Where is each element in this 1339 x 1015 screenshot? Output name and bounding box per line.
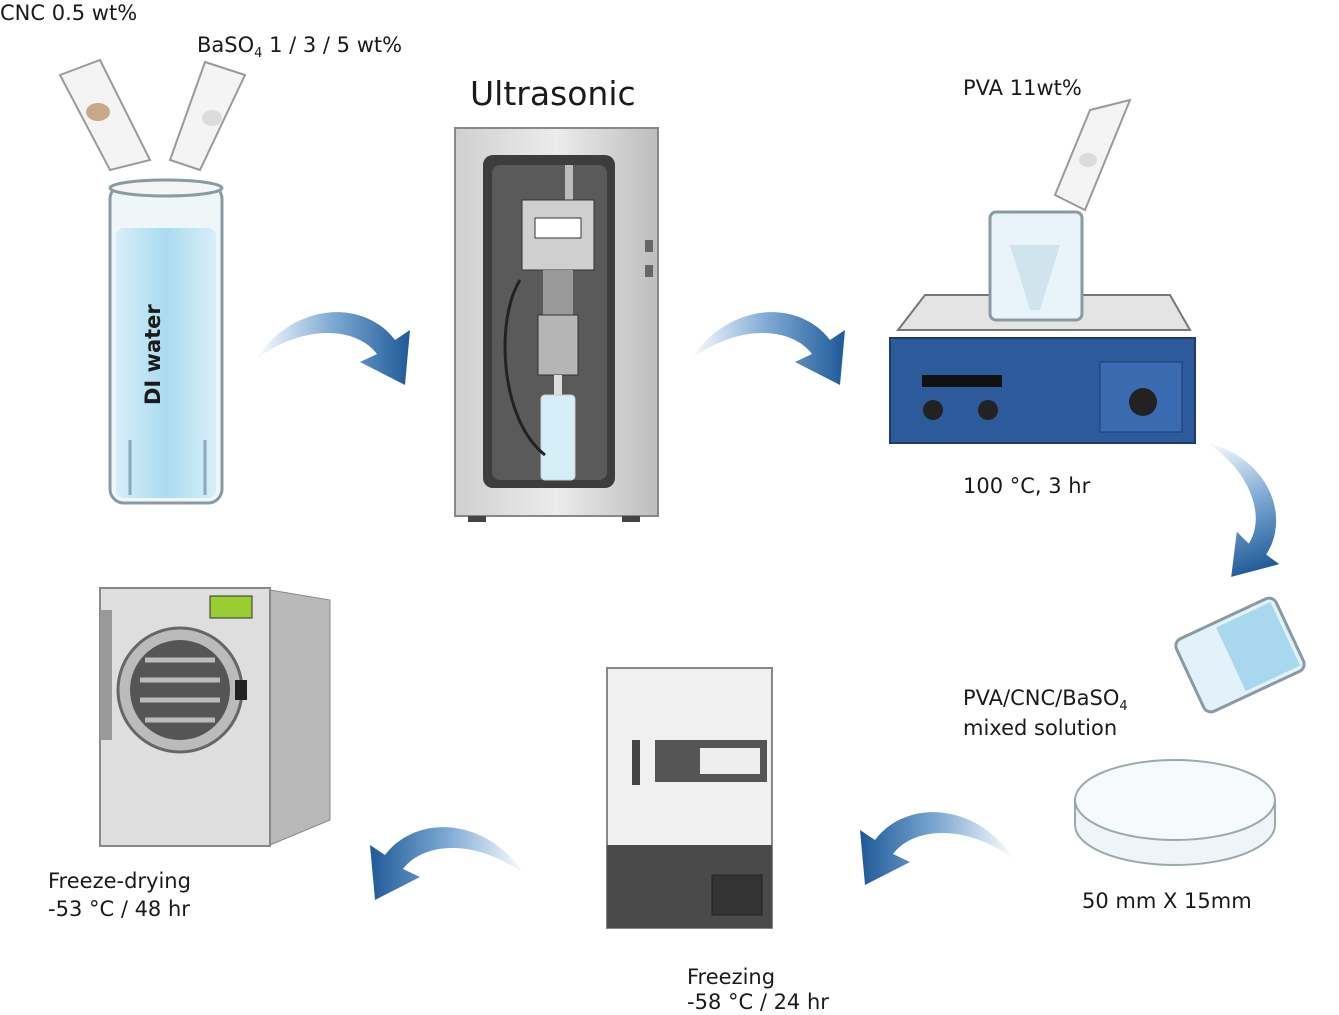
mixed-solution-label-line2: mixed solution — [963, 716, 1117, 740]
pva-weighing-boat — [1053, 98, 1132, 212]
freeze-dryer — [99, 587, 331, 847]
arrow-to-ultrasonic-icon — [255, 312, 410, 385]
petri-dish — [1074, 759, 1276, 866]
arrow-to-hotplate-icon — [690, 312, 845, 385]
di-water-label: DI water — [141, 304, 165, 405]
freeze-drying-conditions: -53 °C / 48 hr — [48, 897, 190, 921]
ultrasonic-processor — [454, 127, 659, 522]
arrow-to-freeze-dryer-icon — [370, 827, 525, 900]
cnc-weighing-boat — [58, 58, 152, 172]
baso4-weighing-boat — [168, 60, 247, 172]
pva-label: PVA 11wt% — [963, 76, 1082, 100]
cnc-label: CNC 0.5 wt% — [0, 1, 137, 25]
freezing-label: Freezing — [687, 965, 775, 989]
baso4-label: BaSO4 1 / 3 / 5 wt% — [197, 33, 402, 61]
arrow-to-freezer-icon — [860, 812, 1015, 885]
arrow-to-mixing-icon — [1185, 427, 1295, 582]
pouring-beaker — [1174, 596, 1306, 714]
petri-size-label: 50 mm X 15mm — [1082, 889, 1252, 913]
freeze-drying-label: Freeze-drying — [48, 869, 191, 893]
freezing-conditions: -58 °C / 24 hr — [687, 990, 829, 1014]
ultrasonic-title: Ultrasonic — [470, 74, 636, 113]
di-water-cylinder: DI water — [108, 178, 224, 505]
hotplate-stirrer — [889, 210, 1196, 444]
hotplate-conditions: 100 °C, 3 hr — [963, 474, 1091, 498]
mixed-solution-label-line1: PVA/CNC/BaSO4 — [963, 686, 1128, 714]
freezer — [606, 667, 773, 929]
